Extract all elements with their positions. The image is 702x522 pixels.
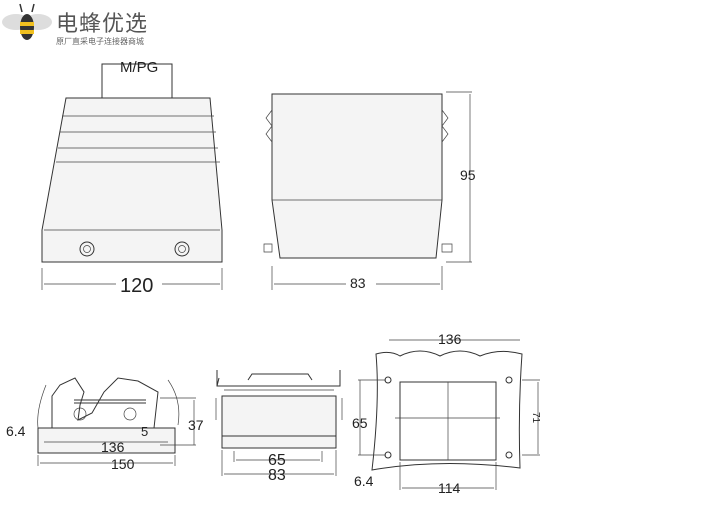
bottom-left-view: 6.4 136 150 5 37 — [6, 377, 204, 472]
screw-icon — [79, 241, 95, 257]
logo-title: 电蜂优选 — [56, 12, 149, 37]
bee-icon — [2, 3, 52, 40]
flange-label: 5 — [141, 424, 148, 439]
outer-height-label: 71 — [530, 412, 541, 424]
hole-label: 6.4 — [354, 473, 374, 489]
hole-label: 6.4 — [6, 423, 26, 439]
top-label: 136 — [438, 331, 462, 347]
width-label: 120 — [120, 275, 153, 297]
height-label: 95 — [460, 167, 476, 183]
outer-label: 83 — [268, 467, 286, 484]
cutout-view: 136 65 71 6.4 114 — [352, 331, 541, 496]
inner-width-label: 136 — [101, 439, 125, 455]
depth-label: 83 — [350, 275, 366, 291]
cable-entry-label: M/PG — [120, 59, 158, 76]
front-view: M/PG 120 — [41, 59, 223, 297]
screw-icon — [174, 241, 190, 257]
width-label: 114 — [438, 480, 461, 496]
bottom-mid-view: 65 83 — [215, 370, 343, 484]
outer-width-label: 150 — [111, 456, 135, 472]
inner-label: 65 — [268, 452, 286, 469]
side-view: 83 95 — [263, 91, 476, 291]
height-label: 37 — [188, 417, 204, 433]
height-label: 65 — [352, 415, 368, 431]
logo-subtitle: 原厂直采电子连接器商城 — [56, 37, 144, 46]
